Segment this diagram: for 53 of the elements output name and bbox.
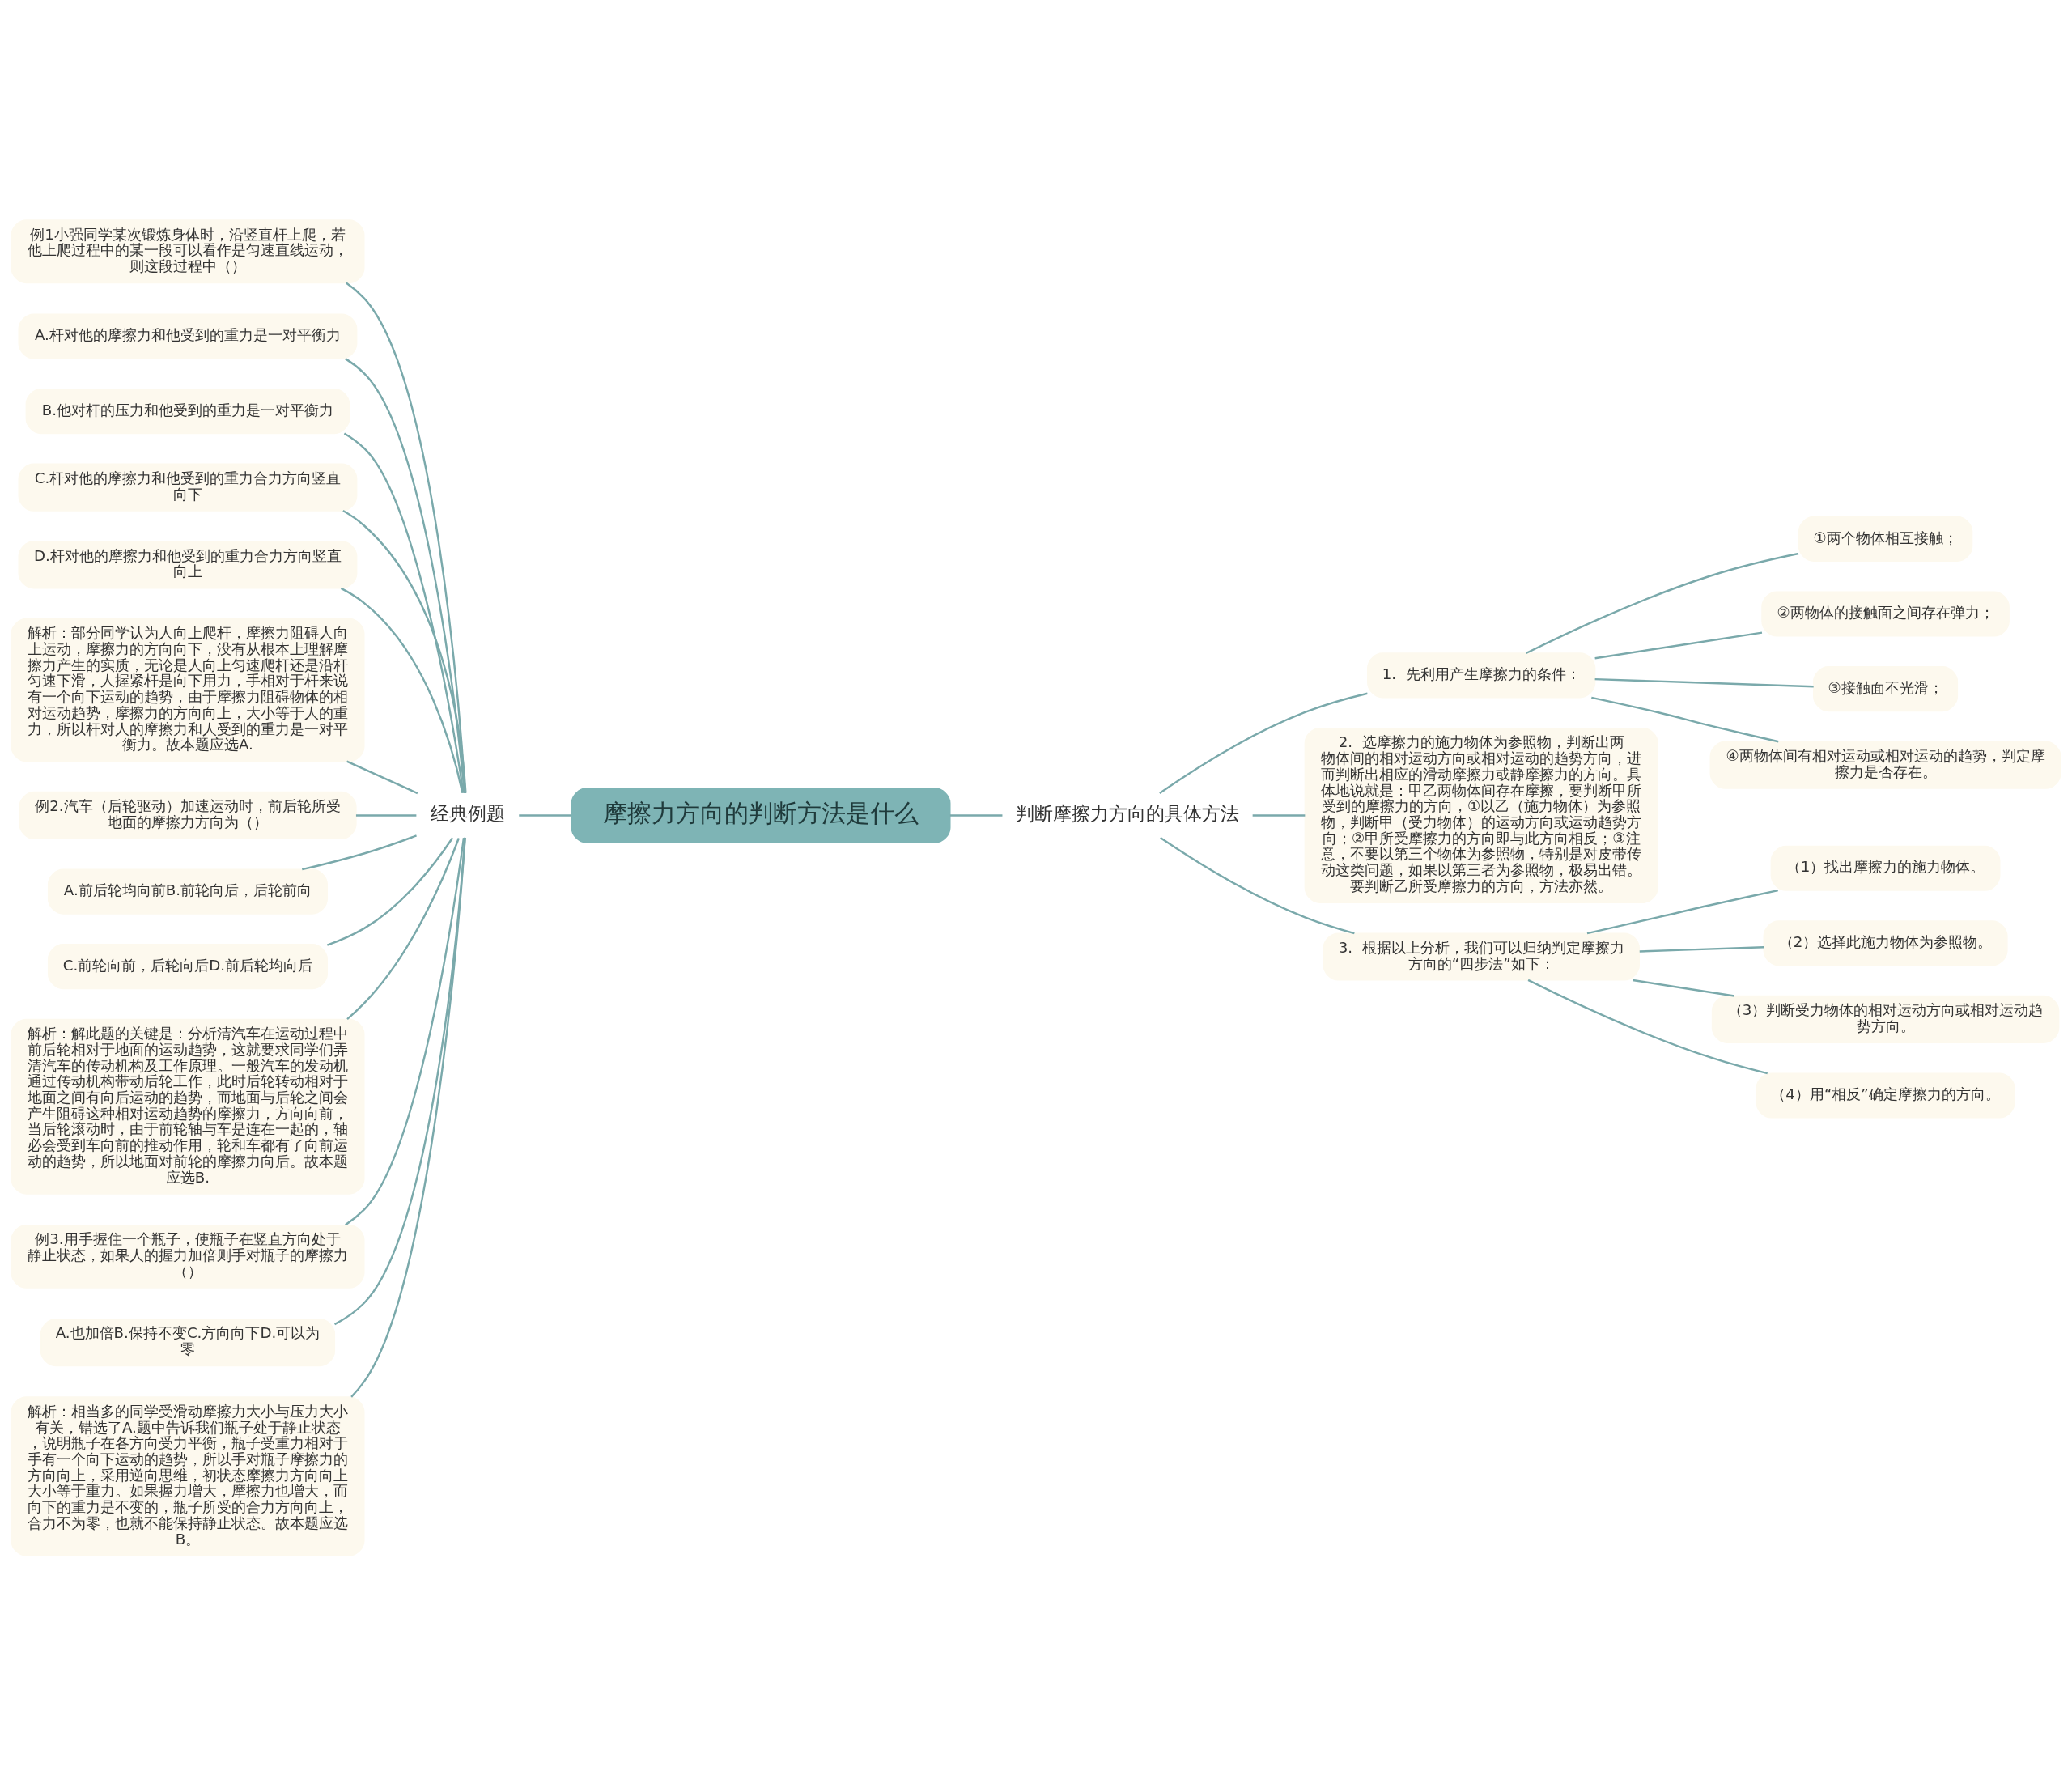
node-box: 2. 选摩擦力的施力物体为参照物，判断出两物体间的相对运动方向或相对运动的趋势方向，进而判断出相应的滑动摩擦力或静摩擦力的方向。具体地说就是：甲乙两物体间存在摩擦，要判断甲所受到的摩擦力的方向，①以乙（施力物体）为参照物，判断甲（受力物体）的运动方向或运动趋势方向；②甲所受摩擦力的方向即与此方向相反；③注意，不要以第三个物体为参照物，特别是对皮带传动这类问题，如果以第三者为参照物，极易出错。要判断乙所受摩擦力的方向，方法亦然。: [1304, 727, 1658, 903]
connector: [345, 837, 465, 1225]
node-text: 判断摩擦力方向的具体方法: [1016, 802, 1240, 824]
connector: [342, 509, 467, 793]
node-box: （2）选择此施力物体为参照物。: [1763, 919, 2008, 966]
connector: [1159, 692, 1368, 794]
node-box: （3）判断受力物体的相对运动方向或相对运动趋势方向。: [1711, 995, 2060, 1043]
node-box: 例2.汽车（后轮驱动）加速运动时，前后轮所受地面的摩擦力方向为（）: [19, 791, 357, 839]
connector: [301, 834, 417, 870]
node-box: 3. 根据以上分析，我们可以归纳判定摩擦力方向的“四步法”如下：: [1323, 932, 1640, 981]
node-box: （4）用“相反”确定摩擦力的方向。: [1756, 1072, 2015, 1119]
connector: [1591, 696, 1779, 742]
connector: [345, 357, 466, 793]
node-box: 解析：部分同学认为人向上爬杆，摩擦力阻碍人向上运动，摩擦力的方向向下，没有从根本上理解摩擦力产生的实质，无论是人向上匀速爬杆还是沿杆匀速下滑，人握紧杆是向下用力，手相对于杆来说有一个向下运动的趋势，由于摩擦力阻碍物体的相对运动趋势，摩擦力的方向向上，大小等于人的重力，所以杆对人的摩擦力和人受到的重力是一对平衡力。故本题应选A.: [11, 618, 365, 762]
connector: [326, 837, 454, 946]
node-text: 经典例题: [431, 802, 506, 824]
node-box: A.前后轮均向前B.前轮向后，后轮前向: [47, 868, 328, 915]
connector: [346, 760, 418, 794]
node-box: （1）找出摩擦力的施力物体。: [1770, 845, 2001, 891]
connector: [1160, 836, 1355, 934]
connector: [1594, 631, 1763, 659]
node-box: 例1小强同学某次锻炼身体时，沿竖直杆上爬，若他上爬过程中的某一段可以看作是匀速直线运动，则这段过程中（）: [11, 219, 365, 283]
node-box: A.杆对他的摩擦力和他受到的重力是一对平衡力: [18, 312, 358, 359]
node-box: B.他对杆的压力和他受到的重力是一对平衡力: [25, 388, 350, 434]
connector: [346, 282, 467, 793]
node-box: 解析：解此题的关键是：分析清汽车在运动过程中前后轮相对于地面的运动趋势，这就要求同学们弄清汽车的传动机构及工作原理。一般汽车的发动机通过传动机构带动后轮工作，此时后轮转动相对于地面之间有向后运动的趋势，而地面与后轮之间会产生阻碍这种相对运动趋势的摩擦力，方向向前，当后轮滚动时，由于前轮轴与车是连在一起的，轴必会受到车向前的推动作用，轮和车都有了向前运动的趋势，所以地面对前轮的摩擦力向后。故本题应选B.: [11, 1018, 365, 1195]
connector: [1639, 945, 1764, 953]
connector: [1633, 979, 1734, 997]
node-box: 例3.用手握住一个瓶子，使瓶子在竖直方向处于静止状态，如果人的握力加倍则手对瓶子的摩擦力（）: [11, 1224, 365, 1289]
node-box: ③接触面不光滑；: [1813, 665, 1959, 711]
connector: [1594, 677, 1814, 687]
node-box: C.前轮向前，后轮向后D.前后轮均向后: [47, 943, 328, 989]
connector: [519, 813, 572, 817]
node-box: D.杆对他的摩擦力和他受到的重力合力方向竖直向上: [18, 540, 358, 588]
connector: [1525, 552, 1799, 654]
connector: [350, 837, 466, 1398]
connector: [1527, 979, 1768, 1074]
connector: [346, 837, 460, 1020]
connector: [1252, 813, 1306, 817]
node-box: C.杆对他的摩擦力和他受到的重力合力方向竖直向下: [18, 463, 358, 512]
connector: [949, 813, 1003, 817]
node-box: ②两物体的接触面之间存在弹力；: [1761, 590, 2010, 637]
node-box: 1. 先利用产生摩擦力的条件：: [1367, 652, 1596, 698]
connector: [1586, 889, 1779, 934]
connector: [340, 587, 464, 793]
connector: [333, 837, 466, 1325]
connector: [355, 813, 417, 817]
node-box: 摩擦力方向的判断方法是什么: [571, 787, 951, 843]
node-box: ①两个物体相互接触；: [1798, 516, 1973, 562]
node-box: 解析：相当多的同学受滑动摩擦力大小与压力大小有关，错选了A.题中告诉我们瓶子处于静止状态，说明瓶子在各方向受力平衡，瓶子受重力相对于手有一个向下运动的趋势，所以手对瓶子摩擦力的方向向上，采用逆向思维，初状态摩擦力方向向上大小等于重力。如果握力增大，摩擦力也增大，而向下的重力是不变的，瓶子所受的合力方向向上，合力不为零，也就不能保持静止状态。故本题应选B。: [11, 1395, 365, 1556]
node-box: ④两物体间有相对运动或相对运动的趋势，判定摩擦力是否存在。: [1709, 741, 2061, 789]
node-box: A.也加倍B.保持不变C.方向向下D.可以为零: [40, 1318, 336, 1366]
connector: [343, 431, 465, 793]
